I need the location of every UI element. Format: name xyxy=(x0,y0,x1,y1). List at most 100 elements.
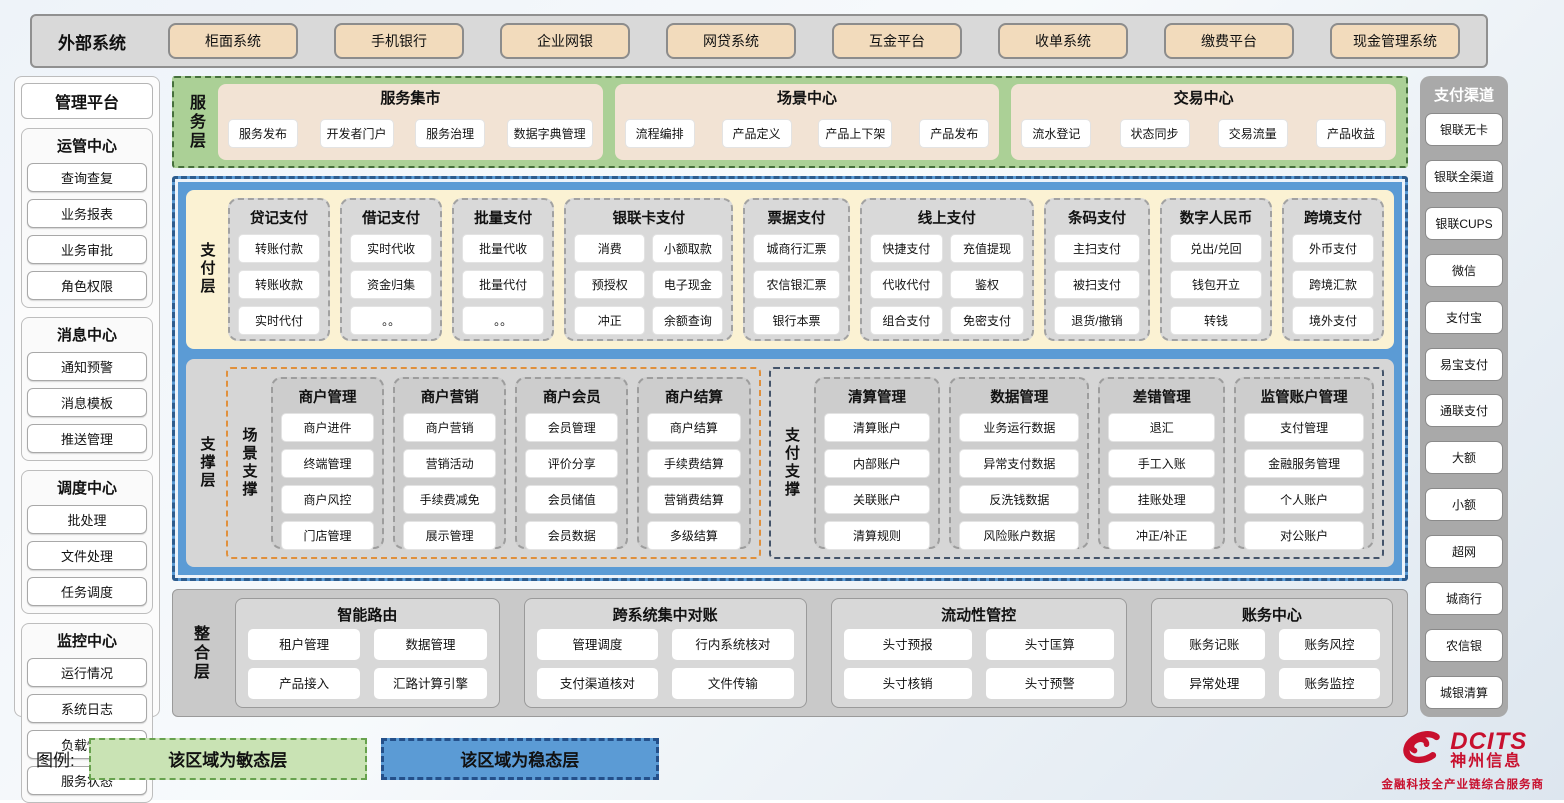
column-title: 线上支付 xyxy=(917,211,976,227)
payment-column-crossborder: 跨境支付 外币支付跨境汇款境外支付 xyxy=(1281,198,1384,341)
external-system-box: 互金平台 xyxy=(832,23,962,59)
support-item-box: 商户进件 xyxy=(281,412,375,442)
integration-layer: 整合层 智能路由 租户管理数据管理产品接入汇路计算引擎 跨系统集中对账 管理调度… xyxy=(172,589,1408,717)
payment-item-box: 快捷支付 xyxy=(869,234,944,263)
integration-item-box: 文件传输 xyxy=(672,668,794,699)
logo-tagline: 金融科技全产业链综合服务商 xyxy=(1381,779,1544,791)
support-item-box: 退汇 xyxy=(1108,412,1216,442)
payment-column-credit: 贷记支付 转账付款转账收款实时代付 xyxy=(228,198,331,341)
group-title: 账务中心 xyxy=(1241,607,1302,624)
integration-item-box: 账务监控 xyxy=(1278,668,1381,699)
channel-box: 易宝支付 xyxy=(1425,347,1503,381)
support-item-box: 反洗钱数据 xyxy=(959,484,1080,514)
integration-item-box: 异常处理 xyxy=(1163,668,1265,699)
management-group-message: 消息中心 通知预警消息模板推送管理 xyxy=(21,317,153,461)
payment-item-box: 鉴权 xyxy=(950,270,1024,299)
integration-item-box: 账务风控 xyxy=(1278,629,1381,660)
support-item-box: 挂账处理 xyxy=(1108,484,1216,514)
service-layer: 服务层 服务集市 服务发布开发者门户服务治理数据字典管理 场景中心 流程编排产品… xyxy=(172,76,1408,168)
management-item-box: 通知预警 xyxy=(27,352,147,381)
column-items: 清算账户内部账户关联账户清算规则 xyxy=(823,412,931,550)
payment-item-box: 转账付款 xyxy=(238,234,321,263)
support-item-box: 异常支付数据 xyxy=(959,448,1080,478)
channel-box: 农信银 xyxy=(1425,628,1503,662)
integration-group-smart-routing: 智能路由 租户管理数据管理产品接入汇路计算引擎 xyxy=(235,598,500,708)
support-item-box: 业务运行数据 xyxy=(959,412,1080,442)
management-group-operations: 运管中心 查询查复业务报表业务审批角色权限 xyxy=(21,128,153,308)
management-item-box: 角色权限 xyxy=(27,271,147,300)
column-title: 跨境支付 xyxy=(1303,211,1362,227)
channel-box: 银联全渠道 xyxy=(1425,159,1503,193)
support-item-box: 商户营销 xyxy=(403,412,497,442)
service-item-box: 产品收益 xyxy=(1316,118,1386,148)
payment-support-box: 支付支撑 清算管理 清算账户内部账户关联账户清算规则 数据管理 业务运行数据异常… xyxy=(768,366,1384,559)
payment-item-box: 组合支付 xyxy=(869,306,944,335)
channel-box: 通联支付 xyxy=(1425,394,1503,428)
support-item-box: 商户结算 xyxy=(647,412,741,442)
service-item-box: 产品上下架 xyxy=(818,118,893,148)
management-item-box: 系统日志 xyxy=(27,694,147,723)
column-items: 实时代收资金归集。。 xyxy=(350,234,433,335)
support-item-box: 对公账户 xyxy=(1244,520,1364,550)
support-item-box: 商户风控 xyxy=(281,484,375,514)
column-title: 批量支付 xyxy=(474,211,533,227)
payment-item-box: 消费 xyxy=(574,234,646,263)
payment-item-box: 退货/撤销 xyxy=(1053,306,1141,335)
support-item-box: 会员管理 xyxy=(525,412,619,442)
payment-column-unionpay-card: 银联卡支付 消费小额取款预授权电子现金冲正余额查询 xyxy=(564,198,734,341)
service-group-scene-center: 场景中心 流程编排产品定义产品上下架产品发布 xyxy=(614,84,1000,160)
integration-item-box: 行内系统核对 xyxy=(672,629,794,660)
group-items: 批处理文件处理任务调度 xyxy=(27,505,147,606)
payment-support-label: 支付支撑 xyxy=(783,426,800,499)
column-title: 监管账户管理 xyxy=(1260,389,1348,406)
middle-row: 管理平台 运管中心 查询查复业务报表业务审批角色权限 消息中心 通知预警消息模板… xyxy=(14,76,1550,803)
payment-column-bill: 票据支付 城商行汇票农信银汇票银行本票 xyxy=(743,198,850,341)
support-item-box: 清算规则 xyxy=(823,520,931,550)
group-items: 头寸预报头寸匡算头寸核销头寸预警 xyxy=(843,629,1114,699)
support-item-box: 关联账户 xyxy=(823,484,931,514)
footer-row: 图例: 该区域为敏态层 该区域为稳态层 DCITS 神州信息 xyxy=(14,725,1550,792)
channel-box: 支付宝 xyxy=(1425,300,1503,334)
integration-item-box: 头寸预报 xyxy=(843,629,972,660)
payment-item-box: 跨境汇款 xyxy=(1291,270,1374,299)
integration-item-box: 头寸预警 xyxy=(985,668,1114,699)
payment-item-box: 。。 xyxy=(462,306,545,335)
external-system-box: 企业网银 xyxy=(500,23,630,59)
column-items: 城商行汇票农信银汇票银行本票 xyxy=(753,234,840,335)
external-system-box: 手机银行 xyxy=(334,23,464,59)
service-item-box: 流程编排 xyxy=(624,118,695,148)
payment-item-box: 免密支付 xyxy=(950,306,1024,335)
management-item-box: 消息模板 xyxy=(27,388,147,417)
service-item-box: 产品发布 xyxy=(919,118,990,148)
integration-item-box: 头寸匡算 xyxy=(985,629,1114,660)
group-items: 管理调度行内系统核对支付渠道核对文件传输 xyxy=(536,629,794,699)
support-item-box: 评价分享 xyxy=(525,448,619,478)
column-items: 快捷支付充值提现代收代付鉴权组合支付免密支付 xyxy=(869,234,1024,335)
column-title: 差错管理 xyxy=(1132,389,1191,406)
column-title: 票据支付 xyxy=(767,211,826,227)
service-item-box: 开发者门户 xyxy=(319,118,394,148)
service-item-box: 流水登记 xyxy=(1021,118,1092,148)
payment-item-box: 被扫支付 xyxy=(1053,270,1141,299)
support-item-box: 手工入账 xyxy=(1108,448,1216,478)
main-column: 服务层 服务集市 服务发布开发者门户服务治理数据字典管理 场景中心 流程编排产品… xyxy=(172,76,1408,717)
payment-item-box: 批量代付 xyxy=(462,270,545,299)
group-title: 流动性管控 xyxy=(941,607,1017,624)
integration-item-box: 管理调度 xyxy=(536,629,659,660)
payment-item-box: 批量代收 xyxy=(462,234,545,263)
payment-item-box: 实时代收 xyxy=(350,234,433,263)
payment-item-box: 兑出/兑回 xyxy=(1170,234,1262,263)
column-title: 商户营销 xyxy=(420,389,479,406)
group-items: 租户管理数据管理产品接入汇路计算引擎 xyxy=(248,629,487,699)
channel-box: 小额 xyxy=(1425,488,1503,522)
management-platform-title: 管理平台 xyxy=(21,83,153,119)
integration-group-liquidity: 流动性管控 头寸预报头寸匡算头寸核销头寸预警 xyxy=(830,598,1127,708)
legend: 图例: 该区域为敏态层 该区域为稳态层 xyxy=(36,737,659,780)
management-item-box: 业务审批 xyxy=(27,235,147,264)
external-system-box: 现金管理系统 xyxy=(1330,23,1460,59)
group-title: 场景中心 xyxy=(777,90,838,107)
support-item-box: 手续费结算 xyxy=(647,448,741,478)
